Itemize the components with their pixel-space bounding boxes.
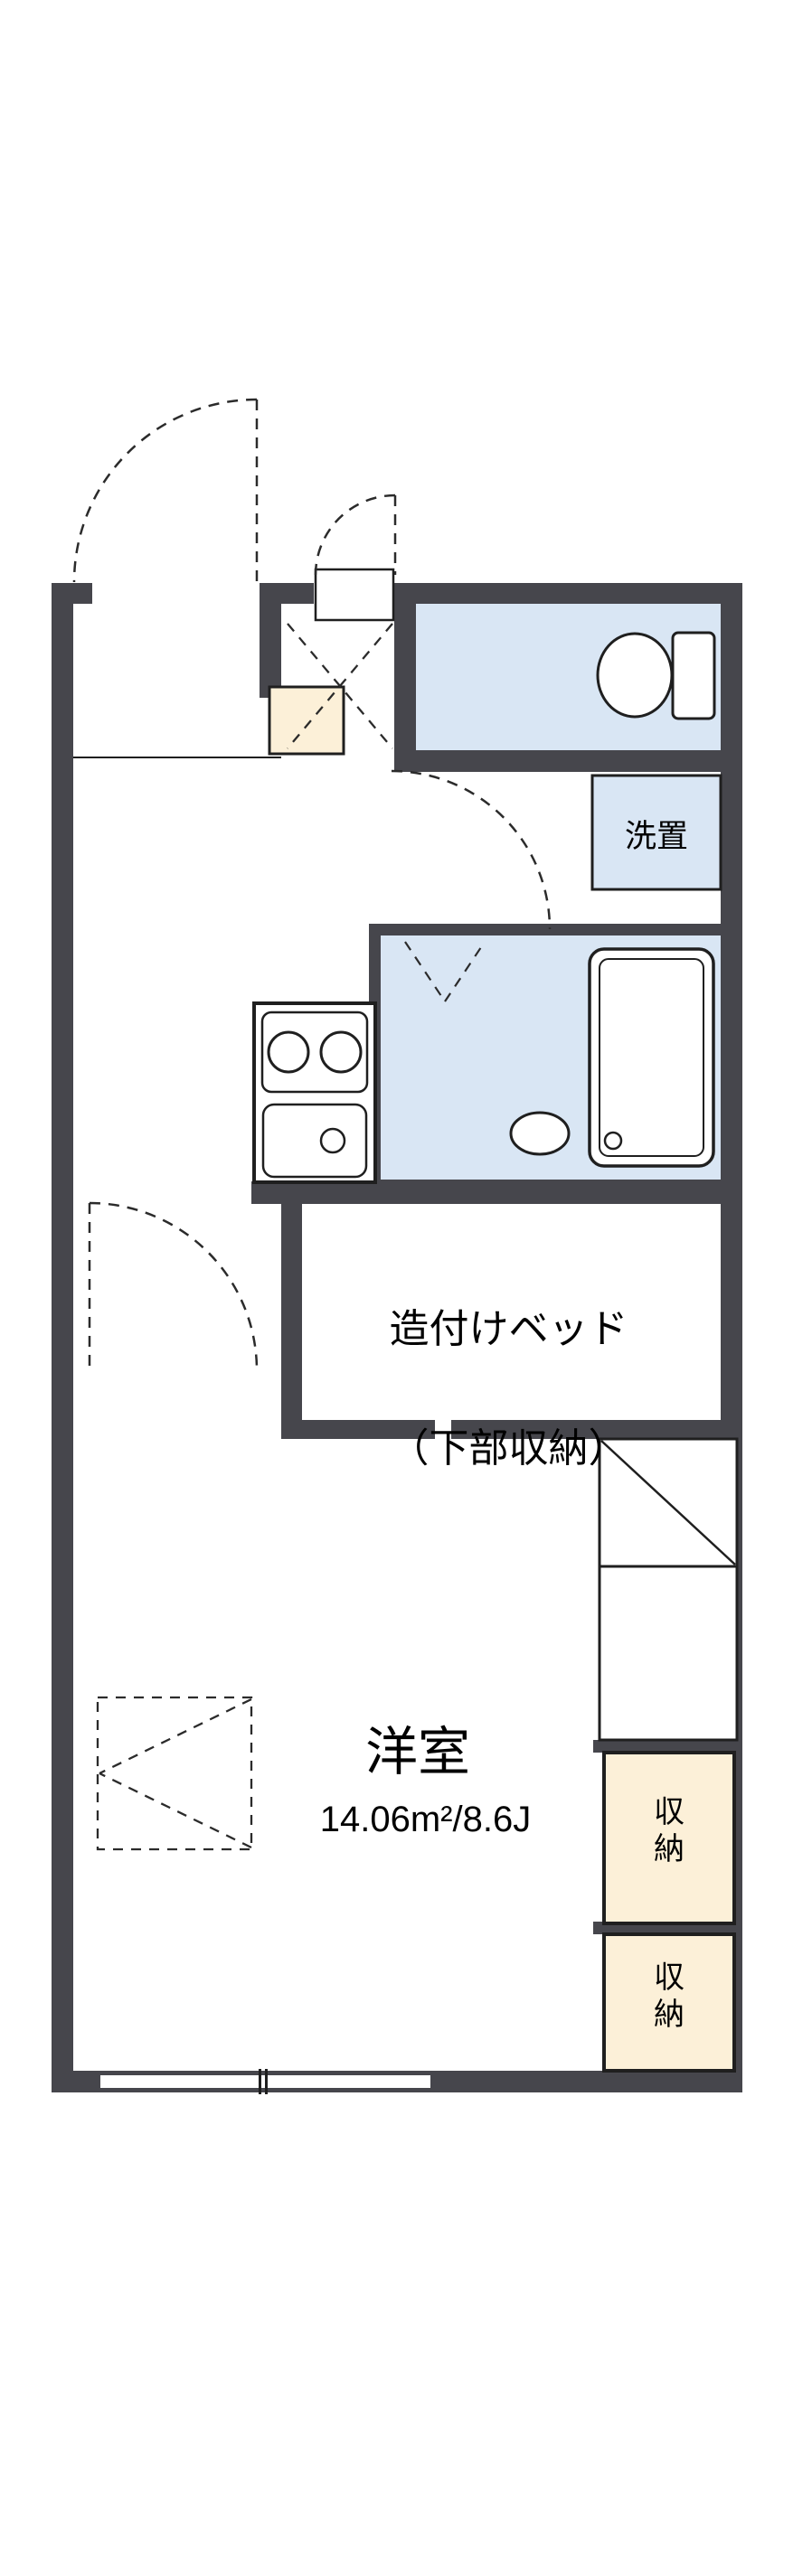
wall-bed-bottom-a	[281, 1420, 435, 1439]
wall-storage-divider-top	[593, 1740, 738, 1753]
built-in-bed-label-line1: 造付けベッド	[389, 1307, 628, 1351]
built-in-bed-label: 造付けベッド （下部収納）	[303, 1240, 714, 1538]
wall-bed-bottom-b	[451, 1420, 742, 1439]
wall-top-c	[395, 583, 742, 604]
bath-door-swing	[404, 941, 486, 1002]
toilet-room	[416, 604, 721, 750]
window-symbol	[100, 2069, 430, 2094]
wall-entry-stub	[260, 583, 281, 698]
window-mullion-a	[259, 2069, 261, 2094]
laundry-box	[590, 774, 722, 891]
bath-stool-icon	[509, 1111, 571, 1156]
door-swing-arcs	[72, 398, 552, 1371]
kitchen-sink-icon	[261, 1103, 368, 1179]
stove-two-burner-icon	[260, 1011, 369, 1094]
washroom-door-swing-arc	[391, 769, 552, 930]
wall-left	[52, 583, 73, 2092]
western-room-label: 洋室	[364, 1723, 470, 1782]
western-room-area-label: 14.06m²/8.6J	[319, 1800, 532, 1839]
kitchen-unit	[252, 1001, 377, 1184]
second-door-swing-arc	[314, 494, 396, 576]
entrance-door-swing-arc	[72, 398, 258, 583]
wall-under-toilet	[394, 750, 742, 772]
built-in-bed-label-line2: （下部収納）	[389, 1426, 628, 1471]
storage-lower-box	[602, 1932, 736, 2073]
storage-upper-box	[602, 1751, 736, 1925]
entry-door-cross-mark	[287, 623, 393, 749]
entry-area	[73, 568, 395, 758]
wall-bed-left	[281, 1204, 302, 1439]
bathtub-icon	[588, 947, 715, 1168]
room-door-swing-arc	[89, 1201, 259, 1371]
laundry-area	[590, 774, 722, 891]
entry-door-step	[314, 568, 395, 622]
storage-lower-label: 収 納	[654, 1960, 685, 2033]
laundry-label: 洗置	[624, 819, 688, 854]
wall-toilet-left	[394, 583, 416, 772]
closet	[598, 1437, 739, 1742]
window-mullion-b	[265, 2069, 268, 2094]
closet-diagonal-mark	[600, 1440, 736, 1565]
storage-upper-label: 収 納	[654, 1795, 685, 1867]
toilet-icon	[596, 631, 716, 720]
closet-outline	[598, 1437, 739, 1742]
bathroom	[369, 924, 732, 1191]
shoe-cabinet	[268, 685, 345, 756]
storage-boxes	[602, 1751, 736, 2073]
wall-top-a	[52, 583, 92, 604]
dashed-furniture-box	[96, 1696, 253, 1851]
